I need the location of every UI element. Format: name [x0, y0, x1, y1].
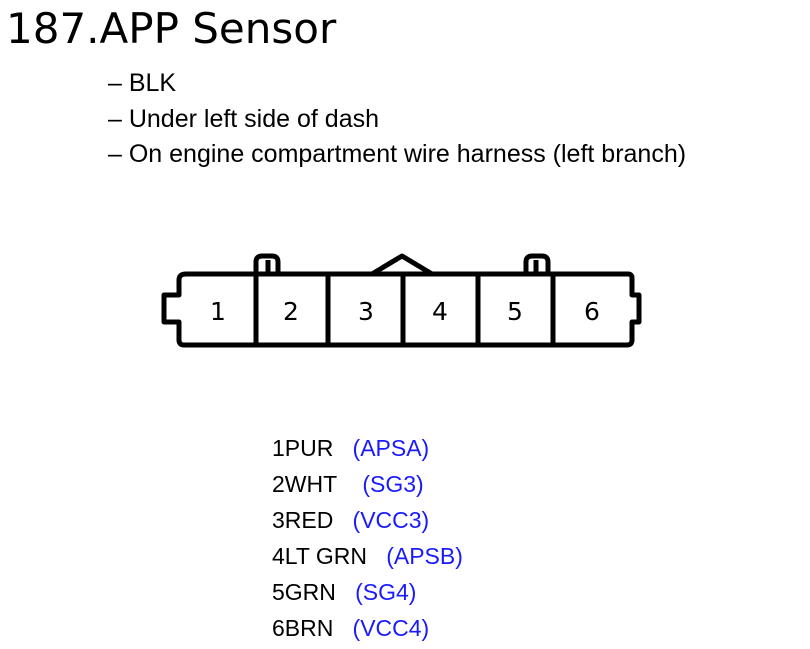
signal-label: (SG3): [362, 471, 424, 497]
note-location: – Under left side of dash: [108, 104, 379, 133]
terminal-number: 6: [584, 297, 600, 326]
signal-label: (SG4): [355, 579, 417, 605]
pin-row: 5GRN (SG4): [272, 574, 463, 610]
signal-label: (APSB): [386, 543, 463, 569]
signal-label: (VCC4): [352, 615, 430, 641]
note-color: – BLK: [108, 69, 177, 97]
wire-label: 5GRN: [272, 579, 336, 605]
terminal-number: 5: [507, 297, 523, 326]
wire-label: 1PUR: [272, 435, 334, 461]
lock-tab-left: [253, 253, 281, 274]
signal-label: (VCC3): [352, 507, 430, 533]
note-harness: – On engine compartment wire harness (le…: [108, 140, 687, 168]
terminal-number: 2: [283, 297, 299, 326]
pin-row: 3RED (VCC3): [272, 502, 463, 538]
wire-label: 6BRN: [272, 615, 334, 641]
terminal-number: 4: [432, 297, 448, 326]
pin-row: 2WHT (SG3): [272, 466, 463, 502]
terminal-number: 1: [210, 297, 226, 326]
wire-label: 2WHT: [272, 471, 337, 497]
wire-label: 4LT GRN: [272, 543, 368, 569]
pin-row: 6BRN (VCC4): [272, 610, 463, 646]
wire-label: 3RED: [272, 507, 334, 533]
page-title: 187.APP Sensor: [6, 4, 337, 53]
connector-notes: – BLK – Under left side of dash – On eng…: [108, 66, 686, 173]
lock-tab-right: [523, 253, 551, 274]
polarizing-key: [370, 253, 434, 277]
signal-label: (APSA): [352, 435, 430, 461]
pin-row: 1PUR (APSA): [272, 430, 463, 466]
terminal-number: 3: [358, 297, 374, 326]
connector-housing: [161, 271, 642, 348]
pinout-list: 1PUR (APSA) 2WHT (SG3) 3RED (VCC3) 4LT G…: [272, 430, 463, 646]
pin-row: 4LT GRN (APSB): [272, 538, 463, 574]
